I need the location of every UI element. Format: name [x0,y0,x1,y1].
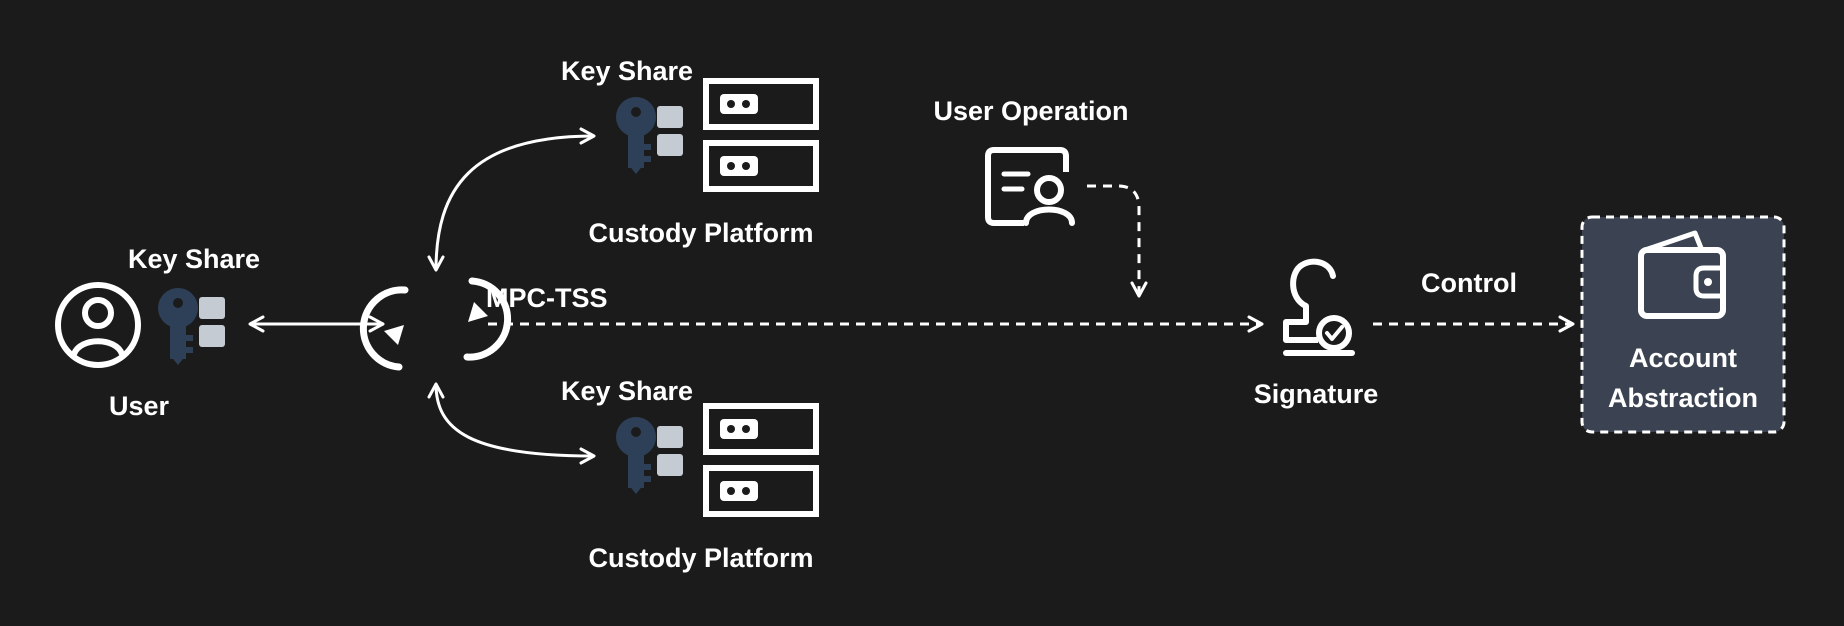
user-key-share-icon [158,288,225,365]
account-abstraction-box [1580,215,1786,434]
custody-top-label: Custody Platform [588,218,813,248]
user-document-icon [985,147,1075,226]
signature-label: Signature [1254,379,1379,409]
custody-top-key-share-label: Key Share [561,56,693,86]
control-label: Control [1421,268,1517,298]
sync-cycle-icon [359,277,512,371]
custody-bottom-server-icon [706,406,816,514]
mpc-custody-bottom-arrow [427,382,596,465]
account-abstraction-label-line1: Account [1629,343,1737,373]
account-abstraction-label-line2: Abstraction [1608,383,1758,413]
user-key-share-label: Key Share [128,244,260,274]
custody-top-server-icon [706,81,816,189]
wallet-icon [1638,230,1726,319]
custody-bottom-key-share-icon [616,417,683,494]
user-icon [55,282,141,368]
user-operation-signature-arrow [1087,184,1148,298]
stamp-check-icon [1283,258,1355,356]
custody-top-key-share-icon [616,97,683,174]
custody-bottom-label: Custody Platform [588,543,813,573]
user-label: User [109,391,170,421]
mpc-custody-top-arrow [427,127,596,272]
custody-bottom-key-share-label: Key Share [561,376,693,406]
mpc-tss-label: MPC-TSS [486,283,608,313]
user-operation-label: User Operation [933,96,1128,126]
